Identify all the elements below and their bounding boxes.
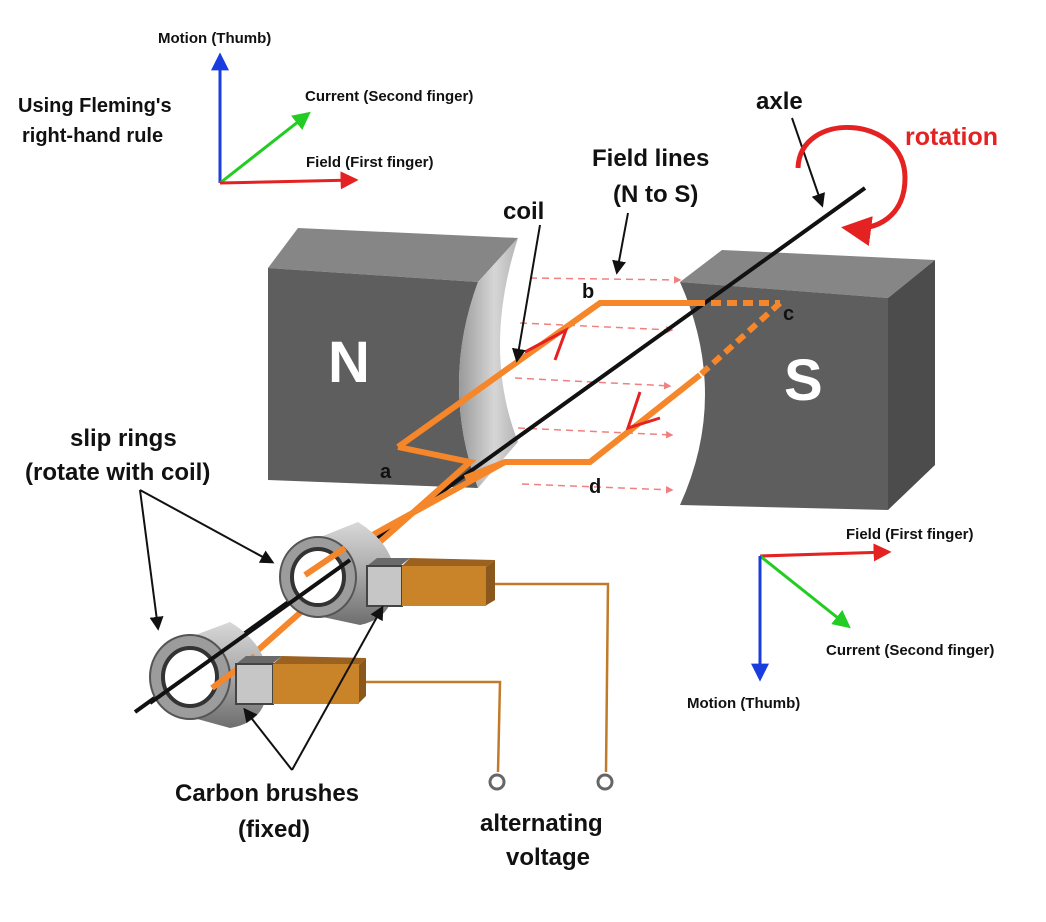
axle-through-rings — [148, 558, 352, 705]
pointer-brush-front — [243, 707, 293, 771]
wire-front — [366, 680, 502, 773]
pole-s-label: S — [784, 348, 823, 413]
magnet-north-pole-face — [459, 238, 518, 488]
corner-a-label: a — [380, 461, 392, 483]
magnet-south-side — [888, 260, 935, 510]
current-arrow-ab — [524, 326, 569, 361]
top-motion-label: Motion (Thumb) — [158, 30, 271, 47]
rotation-label: rotation — [905, 123, 998, 151]
bottom-field-label: Field (First finger) — [846, 526, 974, 543]
corner-c-label: c — [783, 303, 794, 325]
magnet-south-front — [680, 282, 888, 510]
top-fleming-triad: Motion (Thumb) Current (Second finger) F… — [158, 30, 473, 190]
pole-n-label: N — [328, 330, 370, 395]
carbon-brush-back — [366, 558, 495, 607]
coil-lead-ring-back — [303, 545, 347, 578]
magnet-south-top — [680, 250, 935, 298]
bottom-fleming-triad: Field (First finger) Current (Second fin… — [687, 526, 994, 712]
coil-label: coil — [503, 198, 544, 225]
magnet-north: N — [268, 228, 518, 488]
pointer-brush-back — [291, 605, 384, 771]
coil — [211, 300, 783, 693]
top-field-label: Field (First finger) — [306, 154, 434, 171]
field-lines-label-line2: (N to S) — [613, 181, 698, 208]
terminal-left — [488, 773, 506, 791]
field-arrow — [219, 171, 359, 190]
pointer-coil — [511, 224, 541, 363]
current-arrow — [219, 111, 311, 185]
coil-hidden-side — [697, 300, 783, 378]
coil-current-arrows — [524, 326, 661, 431]
slip-rings-label-line2: (rotate with coil) — [25, 459, 210, 486]
pointer-axle — [791, 117, 825, 208]
coil-side-ab — [396, 300, 695, 450]
pointer-field-lines — [612, 212, 629, 275]
top-current-label: Current (Second finger) — [305, 88, 473, 105]
bottom-current-arrow — [759, 554, 851, 629]
rotation-arrow — [795, 125, 908, 246]
magnet-north-top — [268, 228, 518, 282]
carbon-brushes-label-line1: Carbon brushes — [175, 780, 359, 807]
axle-label: axle — [756, 88, 803, 115]
corner-d-label: d — [589, 476, 601, 498]
alternating-voltage-label-line2: voltage — [506, 844, 590, 871]
carbon-brush-front — [235, 656, 366, 705]
rule-title-line2: right-hand rule — [22, 125, 163, 147]
magnet-north-front — [268, 268, 478, 488]
corner-b-label: b — [582, 281, 594, 303]
bottom-motion-label: Motion (Thumb) — [687, 695, 800, 712]
magnet-south: S — [680, 250, 935, 510]
wire-back — [495, 582, 610, 773]
bottom-current-label: Current (Second finger) — [826, 642, 994, 659]
slip-rings-label-line1: slip rings — [70, 425, 177, 452]
rule-title-line1: Using Fleming's — [18, 95, 172, 117]
coil-lead-front — [211, 444, 477, 693]
current-arrow-cd — [625, 391, 661, 431]
pointer-slip-ring-front — [139, 489, 164, 631]
pointer-arrows — [139, 117, 825, 771]
terminal-right — [596, 773, 614, 791]
output-wires — [366, 582, 610, 773]
alternating-voltage-label-line1: alternating — [480, 810, 603, 837]
carbon-brushes-label-line2: (fixed) — [238, 816, 310, 843]
pointer-slip-ring-back — [139, 489, 275, 564]
field-lines-label-line1: Field lines — [592, 145, 709, 172]
bottom-field-arrow — [759, 543, 892, 562]
